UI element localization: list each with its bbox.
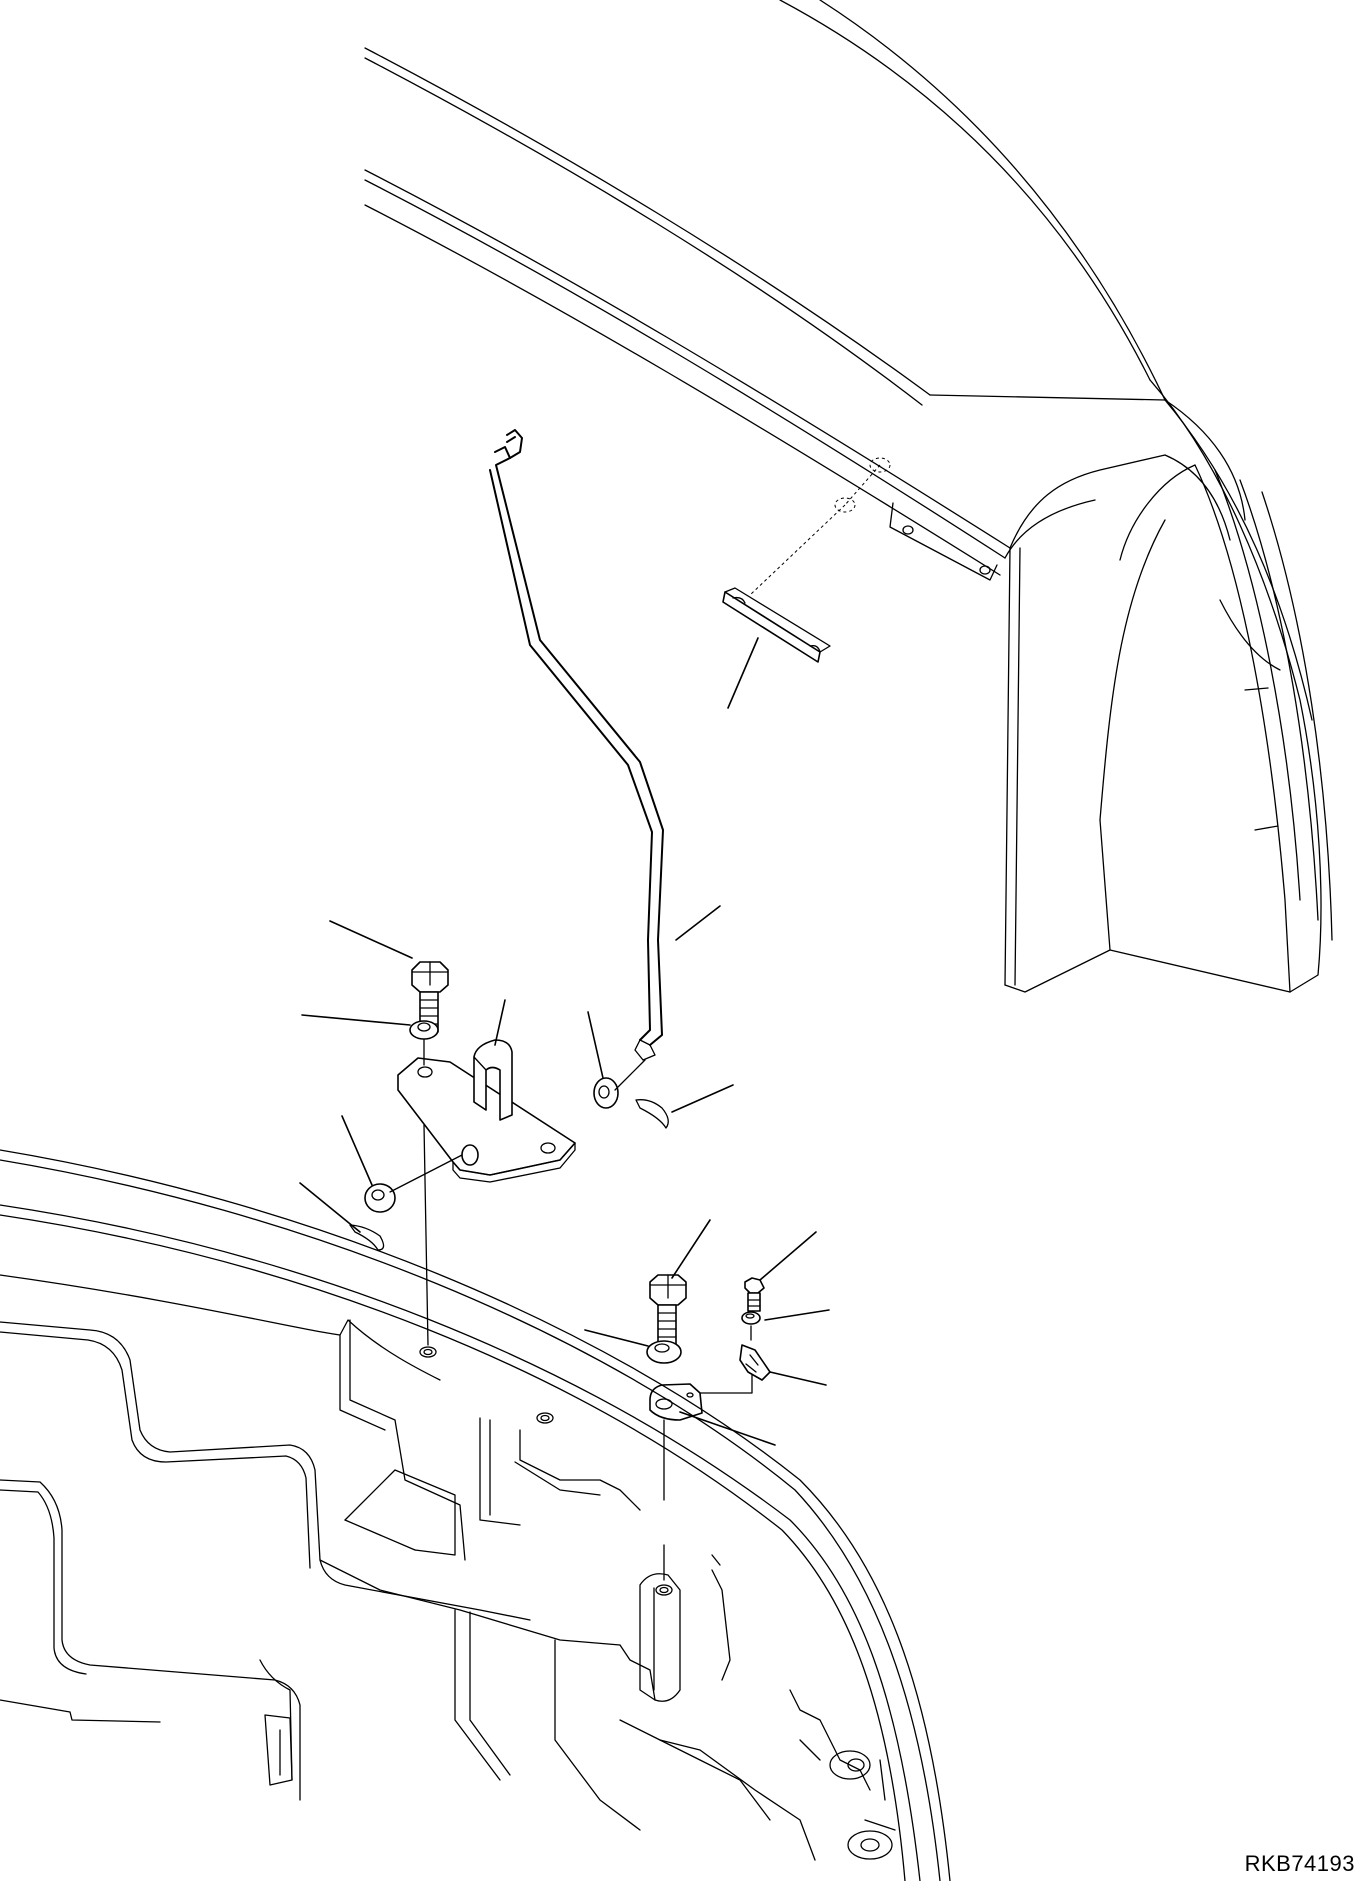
leader-cotter-pin-left — [299, 1182, 361, 1233]
lower-bracket-plate — [649, 1374, 776, 1581]
leader-shim-plate — [727, 637, 759, 709]
leader-right-bolt — [671, 1219, 711, 1279]
drawing-id-label: RKB74193 — [1244, 1851, 1355, 1876]
cotter-pin-right — [635, 1084, 734, 1129]
leader-small-bolt — [759, 1231, 817, 1281]
leader-support-rod — [675, 905, 721, 941]
leader-spring-clip — [769, 1371, 827, 1386]
leader-rod-washer-right — [587, 1011, 604, 1079]
leader-cotter-pin-right — [671, 1084, 734, 1113]
rod-bracket — [397, 999, 576, 1183]
small-bolt — [744, 1231, 817, 1312]
cotter-pin-left — [299, 1182, 385, 1251]
small-washer — [741, 1309, 830, 1341]
leader-rod-washer-left — [341, 1115, 373, 1186]
rod-washer-right — [587, 1011, 646, 1109]
rod-washer-left — [341, 1115, 463, 1213]
spring-clip — [739, 1344, 827, 1386]
right-bolt-stack — [584, 1219, 711, 1364]
leader-left-washer — [301, 1014, 411, 1026]
support-rod — [489, 429, 721, 1061]
hood-panel — [364, 0, 1333, 993]
leader-rod-bracket — [494, 999, 506, 1046]
left-bolt-stack — [301, 920, 449, 1346]
lower-frame — [0, 1149, 951, 1882]
leader-right-washer — [584, 1329, 649, 1347]
leader-left-bolt — [329, 920, 413, 959]
leader-small-washer — [764, 1309, 830, 1321]
shim-plate — [722, 587, 831, 709]
